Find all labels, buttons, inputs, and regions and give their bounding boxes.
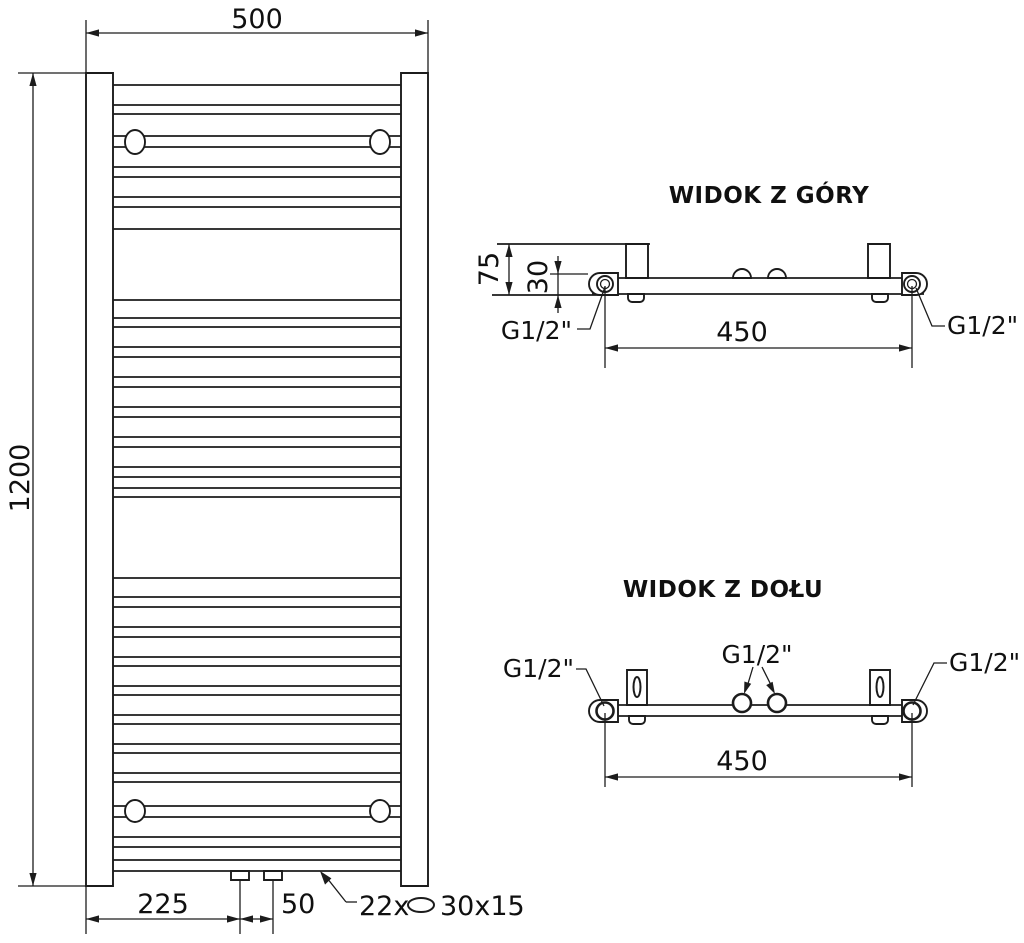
bracket-foot [872, 716, 888, 724]
hanger-knob-icon [370, 800, 390, 822]
span-dimension-label: 450 [716, 317, 768, 348]
thread-size-label: G1/2" [947, 311, 1018, 340]
dimension-width-500: 500 [86, 4, 428, 72]
wall-bracket [870, 670, 890, 705]
towel-bar-rung-top [113, 130, 401, 154]
bottom-view: WIDOK Z DOŁU 450 G1/2" [503, 577, 1020, 787]
height-dimension-label: 1200 [5, 444, 36, 513]
thread-label-bottom-right: G1/2" [913, 648, 1020, 705]
arrowhead-icon [86, 915, 99, 923]
left-collector-tube [86, 73, 113, 886]
center-connection-bump [733, 269, 751, 278]
arrowhead-icon [260, 915, 273, 923]
thread-label-bottom-center: G1/2" [721, 640, 793, 694]
wall-bracket [627, 670, 647, 705]
arrowhead-icon [227, 915, 240, 923]
leader-line [576, 669, 604, 706]
dimension-height-1200: 1200 [5, 73, 113, 886]
arrowhead-icon [605, 344, 618, 352]
top-view: WIDOK Z GÓRY 75 [474, 181, 1018, 368]
bottom-connection-stub [264, 871, 282, 880]
spacing-dimension-label: 50 [281, 889, 315, 920]
wall-bracket [868, 244, 890, 278]
thread-label-bottom-left: G1/2" [503, 654, 604, 706]
leader-arrowhead-icon [766, 681, 775, 694]
right-collector-tube [401, 73, 428, 886]
dimension-bottom-225-50: 225 50 [86, 881, 315, 934]
leader-line [577, 287, 605, 329]
leader-line [913, 663, 947, 705]
bottom-view-title: WIDOK Z DOŁU [623, 577, 823, 603]
bottom-connection-stub [231, 871, 249, 880]
thread-size-label: G1/2" [721, 640, 792, 669]
dimension-depth-75: 75 [474, 244, 513, 295]
arrowhead-icon [554, 261, 562, 274]
bracket-slot-icon [634, 677, 641, 697]
hanger-knob-icon [125, 130, 145, 154]
dimension-collector-30: 30 [523, 256, 562, 313]
arrowhead-icon [899, 344, 912, 352]
dimension-span-450-top: 450 [605, 286, 912, 368]
front-view [86, 73, 428, 886]
arrowhead-icon [505, 282, 513, 295]
thread-size-label: G1/2" [949, 648, 1020, 677]
thread-label-top-left: G1/2" [501, 287, 605, 345]
arrowhead-icon [29, 873, 37, 886]
width-dimension-label: 500 [231, 4, 283, 35]
thread-size-label: G1/2" [501, 316, 572, 345]
oval-tube-profile-icon [408, 898, 434, 912]
offset-dimension-label: 225 [137, 889, 189, 920]
center-thread-port [733, 694, 751, 712]
collector-depth-dimension-label: 30 [523, 260, 554, 294]
arrowhead-icon [29, 73, 37, 86]
thread-size-label: G1/2" [503, 654, 574, 683]
arrowhead-icon [899, 773, 912, 781]
center-thread-port [768, 694, 786, 712]
leader-line [327, 878, 346, 902]
dimension-span-450-bottom: 450 [605, 713, 912, 787]
tube-count-label: 22x [359, 891, 409, 922]
tube-profile-label: 30x15 [440, 891, 525, 922]
top-view-title: WIDOK Z GÓRY [669, 181, 870, 209]
bracket-slot-icon [877, 677, 884, 697]
depth-dimension-label: 75 [474, 252, 505, 286]
bracket-foot [872, 294, 888, 302]
leader-line [916, 288, 945, 326]
hanger-knob-icon [370, 130, 390, 154]
leader-arrowhead-icon [744, 681, 752, 694]
bracket-foot [628, 294, 644, 302]
arrowhead-icon [240, 915, 253, 923]
arrowhead-icon [505, 244, 513, 257]
arrowhead-icon [86, 29, 99, 37]
arrowhead-icon [554, 295, 562, 308]
bracket-foot [629, 716, 645, 724]
rung-lines [113, 85, 401, 871]
span-dimension-label: 450 [716, 746, 768, 777]
leader-arrowhead-icon [320, 871, 332, 885]
thread-label-top-right: G1/2" [916, 288, 1018, 340]
towel-bar-rung-bottom [113, 800, 401, 822]
tube-count-annotation: 22x 30x15 [320, 871, 525, 922]
hanger-knob-icon [125, 800, 145, 822]
arrowhead-icon [415, 29, 428, 37]
center-connection-bump [768, 269, 786, 278]
arrowhead-icon [605, 773, 618, 781]
wall-bracket [626, 244, 648, 278]
